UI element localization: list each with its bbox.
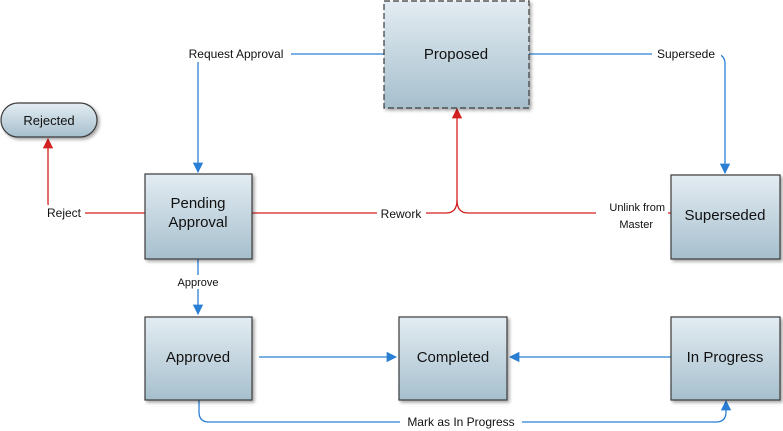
node-approved[interactable]: Approved <box>144 316 253 401</box>
svg-text:Approved: Approved <box>166 349 230 366</box>
edge-request-approval <box>192 53 384 174</box>
svg-text:Mark as In Progress: Mark as In Progress <box>407 415 514 429</box>
svg-text:Completed: Completed <box>417 349 490 366</box>
svg-text:Superseded: Superseded <box>685 207 766 224</box>
node-proposed[interactable]: Proposed <box>383 0 530 109</box>
svg-text:Reject: Reject <box>47 206 82 220</box>
edge-unlink-from-master <box>456 199 671 214</box>
svg-text:In Progress: In Progress <box>687 349 764 366</box>
label-supersede: Supersede <box>652 46 721 62</box>
svg-text:Request Approval: Request Approval <box>189 47 284 61</box>
node-superseded[interactable]: Superseded <box>670 174 781 260</box>
label-rework: Rework <box>377 206 426 222</box>
node-completed[interactable]: Completed <box>398 316 508 401</box>
svg-text:Pending: Pending <box>170 195 225 212</box>
svg-text:Approve: Approve <box>178 277 219 289</box>
node-pending-approval[interactable]: Pending Approval <box>144 173 253 260</box>
label-request-approval: Request Approval <box>180 46 291 62</box>
label-reject: Reject <box>44 205 85 221</box>
svg-text:Approval: Approval <box>168 214 227 231</box>
svg-text:Master: Master <box>619 219 653 231</box>
svg-text:Rework: Rework <box>381 207 423 221</box>
node-in-progress[interactable]: In Progress <box>670 316 781 401</box>
svg-text:Supersede: Supersede <box>657 47 715 61</box>
edge-supersede <box>529 53 731 175</box>
svg-text:Unlink from: Unlink from <box>609 202 665 214</box>
label-mark-as-in-progress: Mark as In Progress <box>400 414 522 430</box>
svg-text:Rejected: Rejected <box>23 113 74 128</box>
node-rejected[interactable]: Rejected <box>0 102 98 138</box>
label-unlink-from-master: Unlink from Master <box>596 200 668 231</box>
edge-rework <box>252 107 463 214</box>
svg-text:Proposed: Proposed <box>424 46 488 63</box>
edge-reject <box>42 137 145 214</box>
label-approve: Approve <box>176 275 220 289</box>
